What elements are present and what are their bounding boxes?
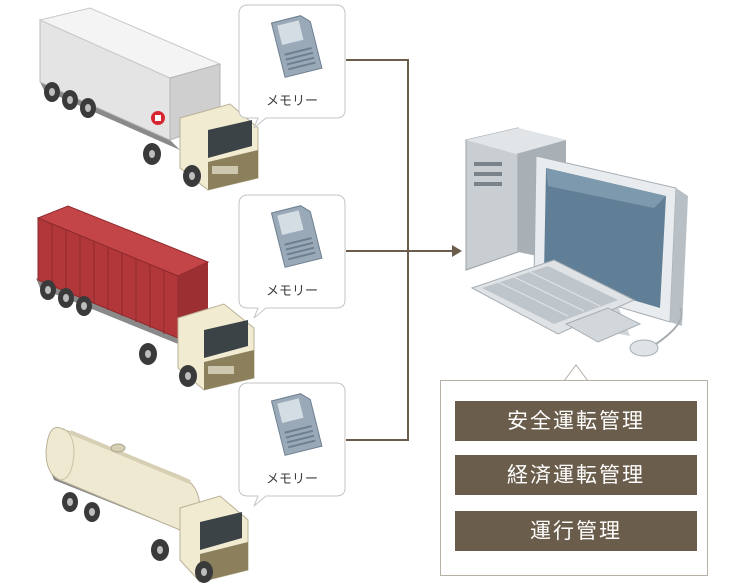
computer-icon (465, 127, 688, 357)
sd-card-icon (270, 393, 323, 456)
memory-label: メモリー (265, 284, 318, 299)
sd-card-icon (270, 15, 323, 78)
memory-label: メモリー (265, 472, 318, 487)
operation-management-label: 運行管理 (455, 511, 697, 551)
truck-container-icon (36, 205, 255, 391)
management-panel: 安全運転管理 経済運転管理 運行管理 (440, 380, 708, 576)
memory-label: メモリー (265, 94, 318, 109)
economic-driving-management-label: 経済運転管理 (455, 455, 697, 495)
safe-driving-management-label: 安全運転管理 (455, 401, 697, 441)
sd-card-icon (270, 205, 323, 268)
truck-box-icon (38, 7, 259, 191)
truck-tanker-icon (45, 427, 249, 583)
